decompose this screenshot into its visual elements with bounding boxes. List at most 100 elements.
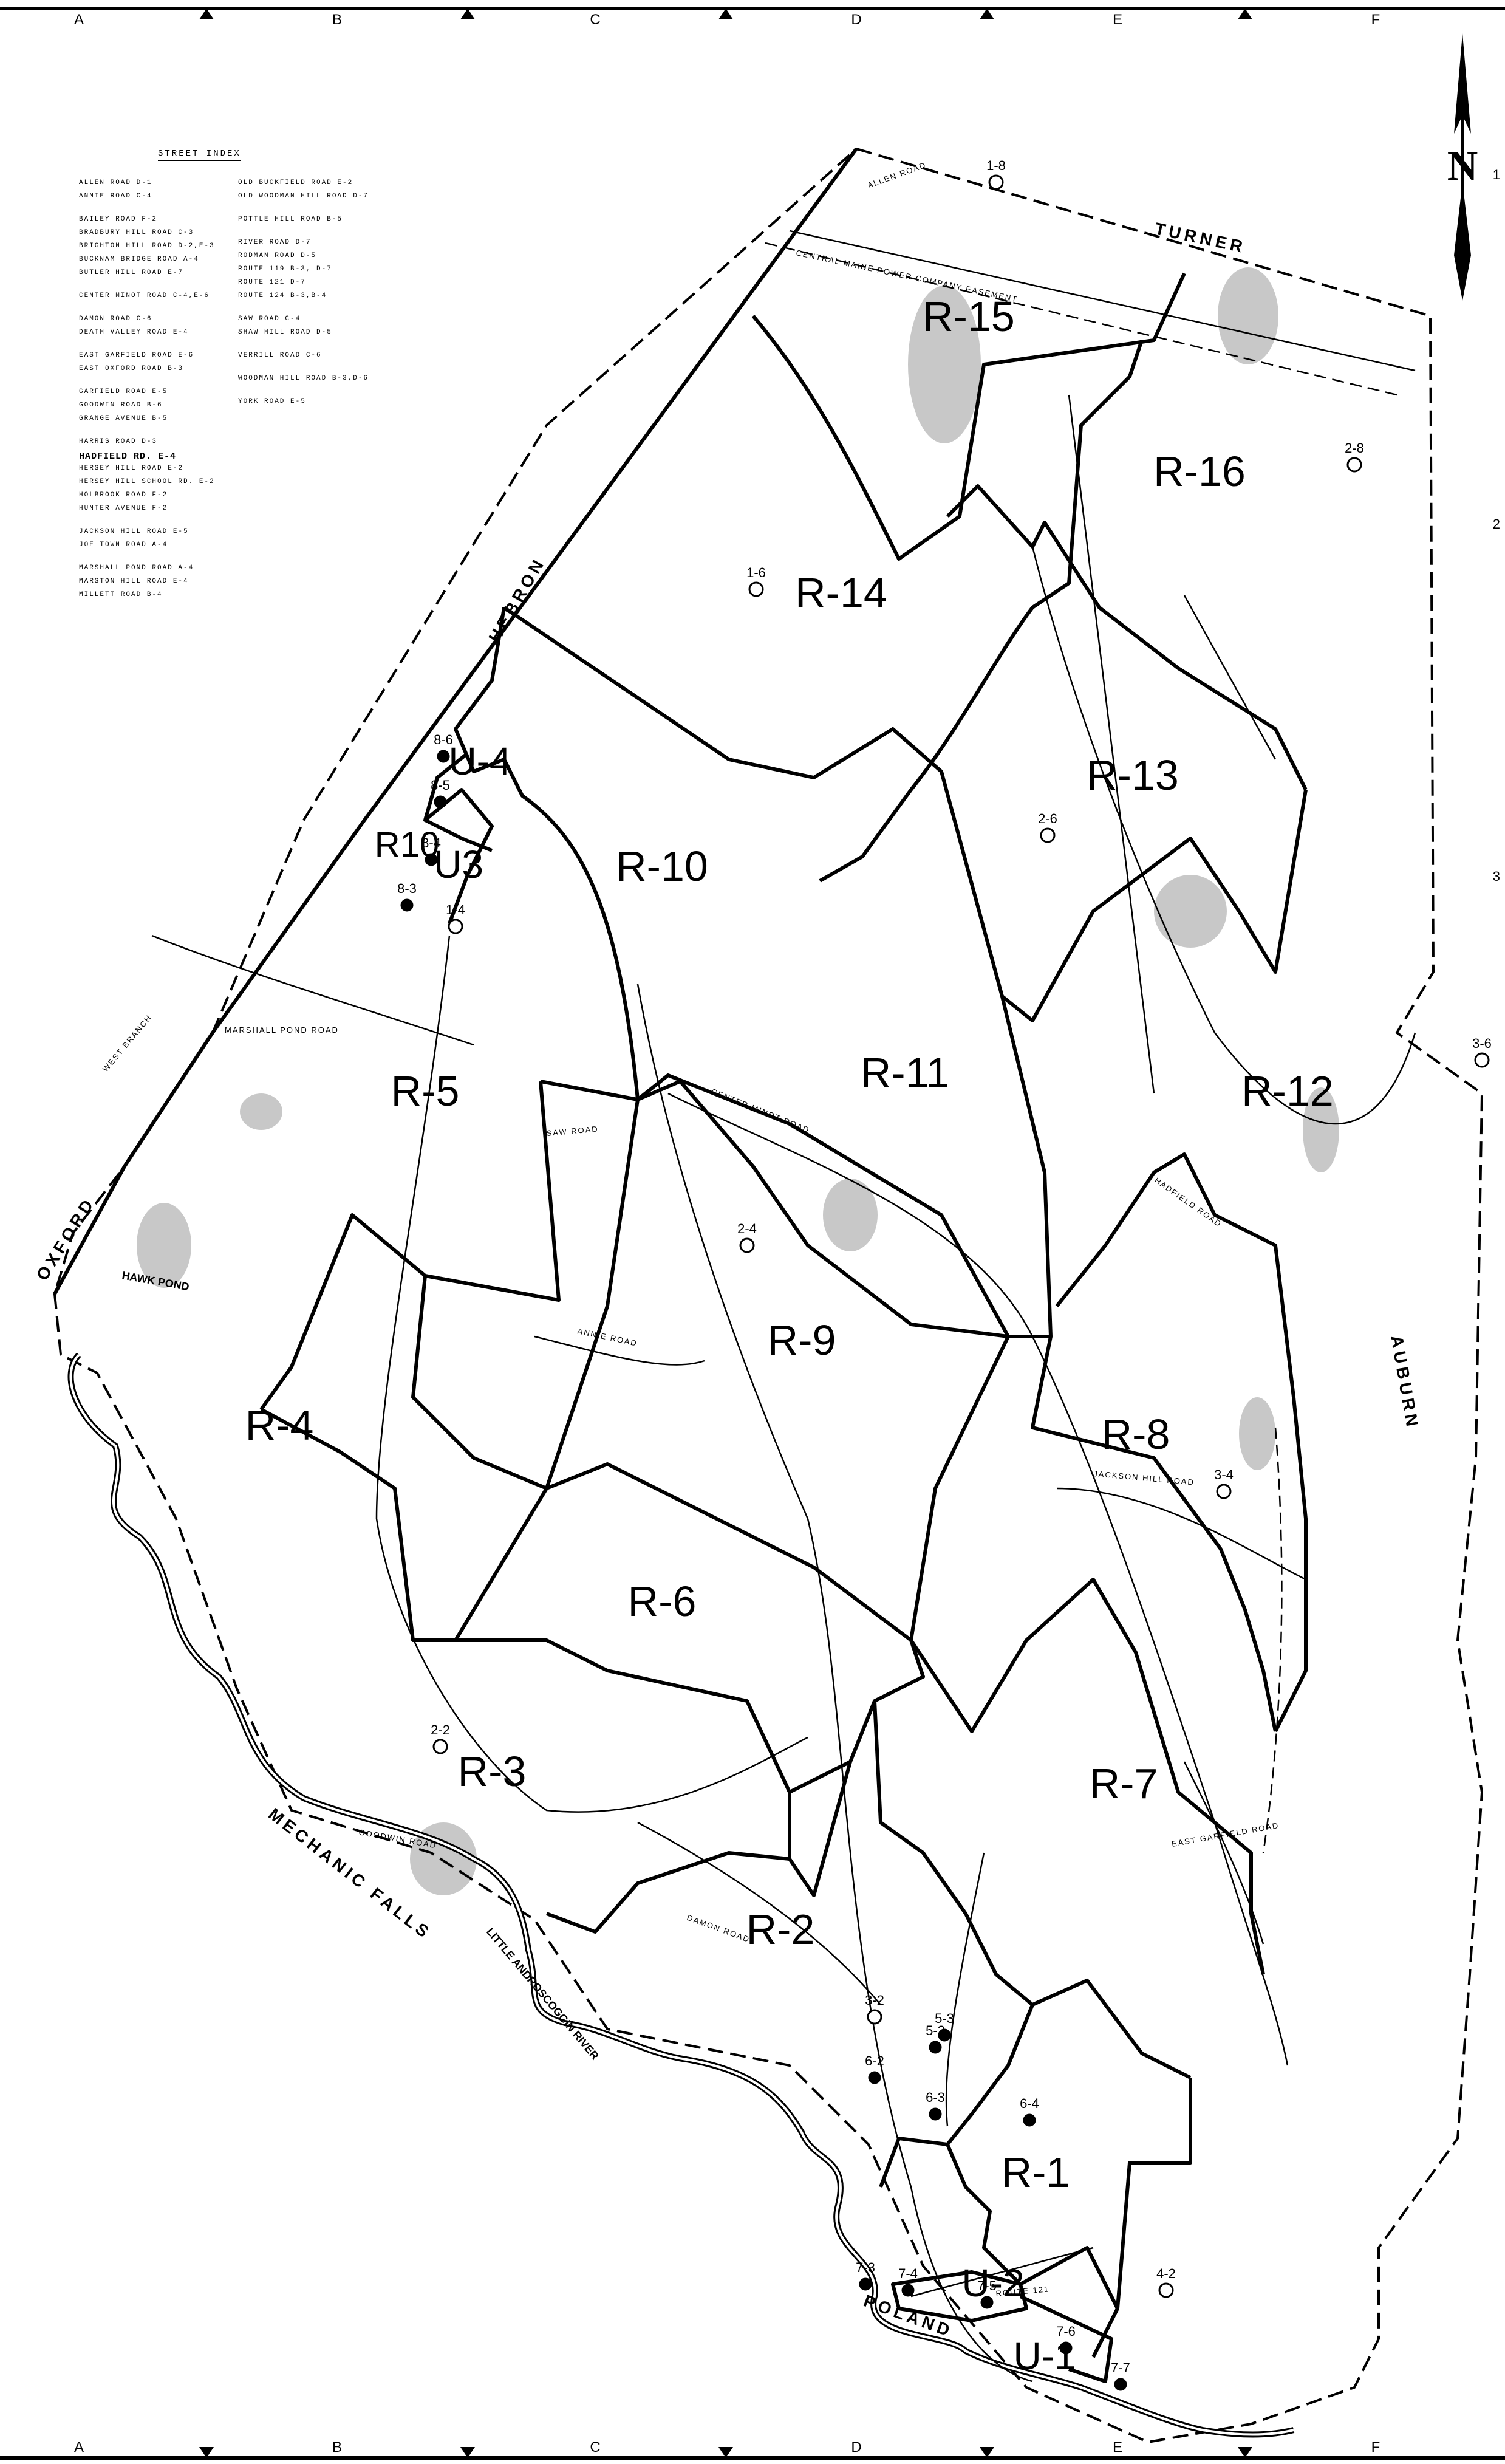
marker-label: 2-8 <box>1345 440 1364 456</box>
street-index-entry: GARFIELD ROAD E-5 <box>79 388 168 395</box>
district-label: R-7 <box>1090 1760 1158 1807</box>
street-index-entry: BUTLER HILL ROAD E-7 <box>79 269 184 276</box>
open-marker-icon <box>867 2009 882 2025</box>
marker-label: 7-5 <box>977 2278 997 2293</box>
street-index-entry: BUCKNAM BRIDGE ROAD A-4 <box>79 256 199 263</box>
street-index-entry: ROUTE 121 D-7 <box>238 279 306 286</box>
district-label: R-13 <box>1087 751 1179 799</box>
district-label: R-9 <box>768 1316 836 1364</box>
grid-letter: F <box>1371 12 1380 28</box>
town-boundary <box>53 147 1484 2444</box>
marker-label: 3-2 <box>865 1993 884 2008</box>
marker-label: 2-2 <box>431 1722 450 1737</box>
open-marker-icon <box>1216 1484 1232 1499</box>
grid-letter: D <box>851 2439 861 2455</box>
road-label: DAMON ROAD <box>686 1913 751 1945</box>
marker-label: 2-6 <box>1038 811 1057 826</box>
grid-letter: A <box>74 12 84 28</box>
street-index-entry: MARSTON HILL ROAD E-4 <box>79 578 189 585</box>
district-label: U-4 <box>448 739 511 783</box>
grid-number: 1 <box>1493 167 1500 182</box>
grid-letter: D <box>851 12 861 28</box>
grid-letter: E <box>1113 2439 1122 2455</box>
marker-label: 8-6 <box>434 732 453 747</box>
marker-label: 7-4 <box>898 2266 918 2281</box>
marker-label: 1-6 <box>746 565 766 580</box>
filled-marker-icon <box>1114 2378 1127 2391</box>
road-label: HADFIELD ROAD <box>1153 1176 1223 1229</box>
street-index-entry: HERSEY HILL ROAD E-2 <box>79 465 184 472</box>
street-index-entry: ROUTE 119 B-3, D-7 <box>238 265 332 273</box>
road-label: MARSHALL POND ROAD <box>225 1025 339 1035</box>
filled-marker-icon <box>980 2296 994 2309</box>
street-index-entry: SHAW HILL ROAD D-5 <box>238 329 332 336</box>
street-index-entry: MILLETT ROAD B-4 <box>79 591 163 598</box>
street-index-entry: JOE TOWN ROAD A-4 <box>79 541 168 549</box>
grid-letter: A <box>74 2439 84 2455</box>
filled-marker-icon <box>868 2071 881 2084</box>
marker-label: 5-3 <box>935 2011 954 2026</box>
open-marker-icon <box>1346 457 1362 473</box>
street-index-entry: GOODWIN ROAD B-6 <box>79 402 163 409</box>
street-index-entry: OLD WOODMAN HILL ROAD D-7 <box>238 193 369 200</box>
road-label: SAW ROAD <box>546 1124 599 1138</box>
filled-marker-icon <box>437 750 450 763</box>
street-index-title: STREET INDEX <box>158 149 241 161</box>
road-label: JACKSON HILL ROAD <box>1093 1469 1195 1487</box>
marker-label: 6-3 <box>926 2090 945 2105</box>
street-index-entry: HERSEY HILL SCHOOL RD. E-2 <box>79 478 215 485</box>
grid-letter: F <box>1371 2439 1380 2455</box>
grid-numbers-right: 123 <box>1493 167 1500 884</box>
street-index-entry: BRIGHTON HILL ROAD D-2,E-3 <box>79 242 215 250</box>
district-label: R-10 <box>616 843 708 890</box>
filled-marker-icon <box>929 2107 942 2121</box>
street-index-entry: MARSHALL POND ROAD A-4 <box>79 564 194 572</box>
marker-label: 8-4 <box>421 835 441 850</box>
street-index-entry: SAW ROAD C-4 <box>238 315 301 323</box>
marker-label: 1-8 <box>986 158 1006 173</box>
androscoggin-river <box>67 1352 1295 2438</box>
open-marker-icon <box>1158 2282 1174 2298</box>
marker-label: 2-4 <box>737 1221 757 1236</box>
polling-markers: 1-81-62-82-61-43-62-43-42-23-24-28-68-58… <box>397 158 1492 2391</box>
district-label: R-15 <box>923 293 1015 340</box>
town-label-turner: TURNER <box>1153 219 1248 257</box>
district-boundaries <box>53 148 1308 2383</box>
marker-label: 8-5 <box>431 778 450 793</box>
marker-label: 7-7 <box>1111 2360 1130 2375</box>
district-label: R-11 <box>861 1049 950 1097</box>
street-index-entry: WOODMAN HILL ROAD B-3,D-6 <box>238 375 369 382</box>
street-index-entry: EAST OXFORD ROAD B-3 <box>79 365 184 372</box>
north-label: N <box>1447 143 1478 190</box>
grid-number: 3 <box>1493 869 1500 884</box>
label-river: LITTLE ANDROSCOGGIN RIVER <box>484 1926 601 2062</box>
town-labels: TURNER HEBRON OXFORD AUBURN POLAND MECHA… <box>33 219 1422 2341</box>
district-label: R-2 <box>746 1906 815 1953</box>
open-marker-icon <box>988 174 1004 190</box>
district-label: R-16 <box>1153 448 1246 495</box>
open-marker-icon <box>1040 827 1056 843</box>
street-index-entry: ROUTE 124 B-3,B-4 <box>238 292 327 299</box>
road-label: WEST BRANCH <box>101 1013 154 1073</box>
street-index-entry: ANNIE ROAD C-4 <box>79 193 152 200</box>
filled-marker-icon <box>901 2284 915 2297</box>
town-label-mechanic-falls: MECHANIC FALLS <box>265 1804 435 1943</box>
street-index-entry: GRANGE AVENUE B-5 <box>79 415 168 422</box>
open-marker-icon <box>748 581 764 597</box>
roads <box>151 230 1416 2383</box>
marker-label: 6-2 <box>865 2053 884 2069</box>
street-index-entry: CENTER MINOT ROAD C-4,E-6 <box>79 292 210 299</box>
district-label: R-1 <box>1002 2149 1070 2196</box>
filled-marker-icon <box>1023 2113 1036 2127</box>
street-index-entry: HOLBROOK ROAD F-2 <box>79 491 168 499</box>
street-index-entry: VERRILL ROAD C-6 <box>238 352 322 359</box>
filled-marker-icon <box>425 853 438 866</box>
district-label: R-6 <box>628 1578 697 1625</box>
district-label: U3 <box>434 843 483 886</box>
road-label: ALLEN ROAD <box>866 160 927 190</box>
district-label: U-2 <box>961 2261 1024 2305</box>
road-label: EAST GARFIELD ROAD <box>1171 1821 1280 1849</box>
street-index-entry: POTTLE HILL ROAD B-5 <box>238 216 343 223</box>
